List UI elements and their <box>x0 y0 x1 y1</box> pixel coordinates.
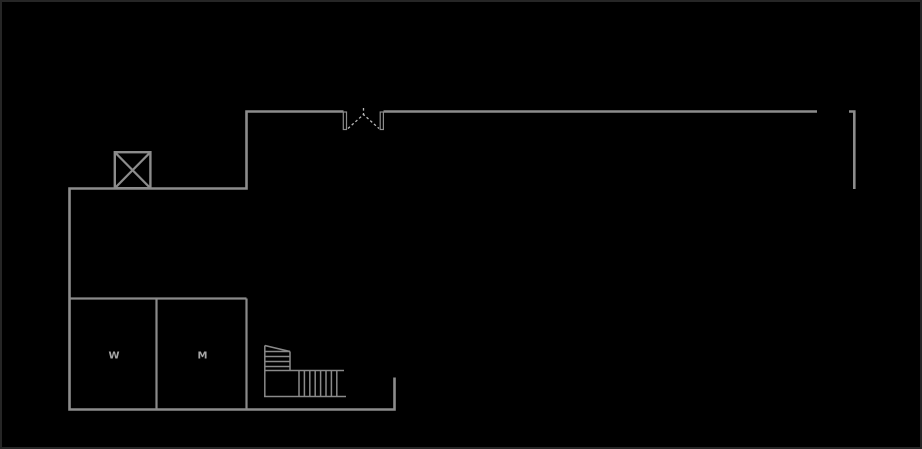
door-swing-dashed <box>347 113 380 129</box>
door-jamb-right <box>379 111 385 131</box>
column-cross-diagonal-2 <box>114 151 152 189</box>
stairs-symbol <box>264 344 346 398</box>
room-label-women: W <box>108 351 119 362</box>
room-label-men: M <box>198 351 208 362</box>
column-box <box>113 150 152 190</box>
door-opening <box>342 108 385 131</box>
door-jamb-left <box>342 111 348 131</box>
exterior-walls <box>68 110 856 411</box>
stair-break-line <box>264 344 291 353</box>
wall-main-outline <box>68 110 396 411</box>
wall-right-corner-segment <box>849 110 856 189</box>
column-symbol <box>113 150 152 190</box>
restroom-block: W M <box>69 297 248 410</box>
